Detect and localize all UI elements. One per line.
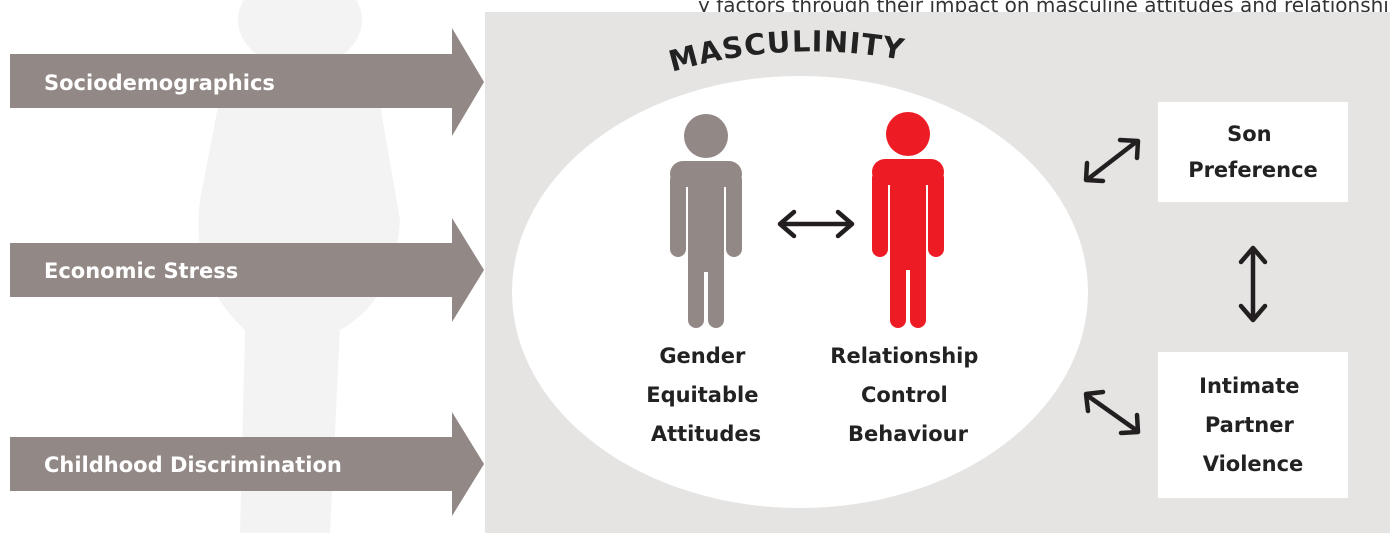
outcome-box-intimate-partner-violence: Intimate Partner Violence (1158, 352, 1348, 498)
driver-arrow-shape (10, 28, 484, 136)
figure-label-line: Control (861, 383, 948, 407)
driver-arrow-sociodemographics: Sociodemographics (10, 28, 484, 136)
driver-arrow-childhood-discrimination: Childhood Discrimination (10, 412, 484, 516)
outcome-box-son-preference: Son Preference (1158, 102, 1348, 202)
figure-label-gender-equitable: Gender Equitable Attitudes (646, 344, 766, 446)
outcome-box-background (1158, 102, 1348, 202)
outcome-label-line: Violence (1203, 452, 1304, 476)
outcome-box-background (1158, 352, 1348, 498)
person-icon-gender-equitable (670, 114, 742, 328)
driver-label: Sociodemographics (44, 71, 275, 95)
outcome-label-line: Partner (1205, 413, 1295, 437)
figure-label-relationship-control: Relationship Control Behaviour (830, 344, 985, 446)
driver-arrow-shape (10, 218, 484, 322)
outcome-label-line: Preference (1188, 158, 1318, 182)
person-icon-relationship-control (872, 112, 944, 328)
double-arrow-icon-partner-violence (1083, 389, 1141, 436)
figure-label-line: Equitable (646, 383, 758, 407)
masculinity-ellipse (512, 76, 1088, 508)
driver-label: Economic Stress (44, 259, 238, 283)
figure-label-line: Attitudes (651, 422, 761, 446)
driver-arrow-economic-stress: Economic Stress (10, 218, 484, 322)
driver-label: Childhood Discrimination (44, 453, 342, 477)
background-silhouette (198, 0, 400, 533)
figure-label-line: Behaviour (848, 422, 969, 446)
double-arrow-icon-son-preference (1083, 137, 1141, 184)
outcome-box-label: Son Preference (1188, 122, 1318, 182)
figure-label-line: Relationship (830, 344, 978, 368)
double-arrow-icon-outcomes (1238, 245, 1268, 323)
driver-arrow-shape (10, 412, 484, 516)
outcome-label-line: Intimate (1199, 374, 1299, 398)
double-arrow-icon-figures (777, 209, 855, 239)
figure-label-line: Gender (659, 344, 746, 368)
outcome-box-label: Intimate Partner Violence (1199, 374, 1307, 476)
outcome-label-line: Son (1227, 122, 1272, 146)
